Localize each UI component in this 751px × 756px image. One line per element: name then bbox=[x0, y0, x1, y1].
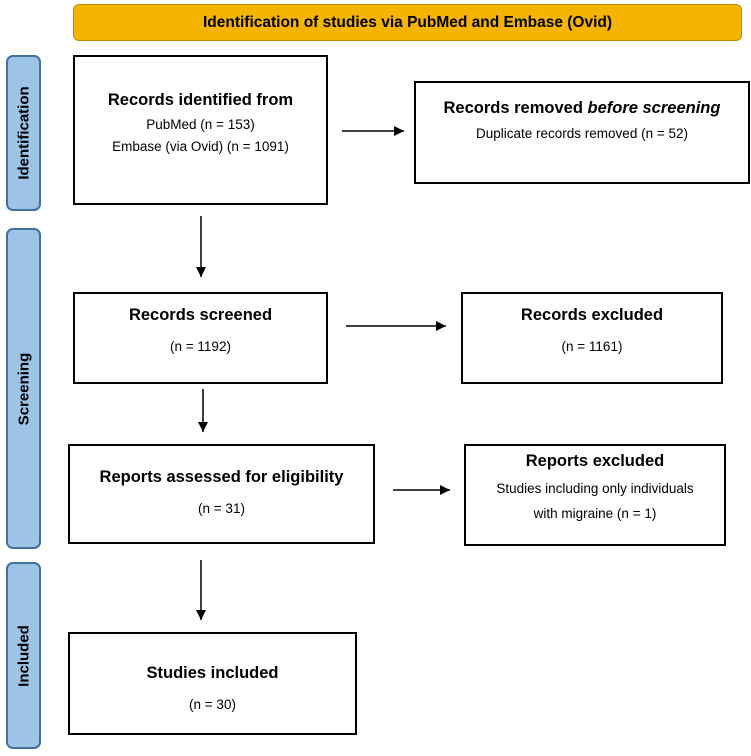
records-excluded-count: (n = 1161) bbox=[561, 339, 623, 354]
records-screened-title: Records screened bbox=[128, 306, 273, 324]
studies-included-count: (n = 30) bbox=[189, 697, 236, 712]
records-excluded-title: Records excluded bbox=[520, 306, 664, 324]
records-identified-box: Records identified from PubMed (n = 153)… bbox=[73, 55, 328, 205]
records-removed-box: Records removed before screening Duplica… bbox=[414, 81, 750, 184]
reports-excluded-reason-line-1: Studies including only individuals bbox=[496, 481, 694, 496]
reports-excluded-reason-line-2: with migraine (n = 1) bbox=[533, 506, 657, 521]
reports-assessed-title: Reports assessed for eligibility bbox=[99, 468, 344, 486]
reports-assessed-count: (n = 31) bbox=[198, 501, 245, 516]
diagram-header: Identification of studies via PubMed and… bbox=[73, 4, 742, 41]
records-identified-title: Records identified from bbox=[107, 91, 294, 109]
records-identified-embase: Embase (via Ovid) (n = 1091) bbox=[112, 139, 289, 154]
records-removed-title-prefix: Records removed bbox=[443, 99, 588, 117]
records-removed-title: Records removed before screening bbox=[416, 99, 748, 118]
records-screened-box: Records screened (n = 1192) bbox=[73, 292, 328, 384]
records-removed-title-emphasis: before screening bbox=[587, 99, 721, 117]
reports-excluded-box: Reports excluded Studies including only … bbox=[464, 444, 726, 546]
duplicate-records-removed: Duplicate records removed (n = 52) bbox=[476, 126, 688, 141]
reports-excluded-title: Reports excluded bbox=[525, 452, 665, 470]
header-title: Identification of studies via PubMed and… bbox=[202, 13, 613, 31]
studies-included-title: Studies included bbox=[146, 664, 279, 682]
phase-screening: Screening bbox=[6, 228, 41, 549]
records-screened-count: (n = 1192) bbox=[170, 339, 231, 354]
records-identified-pubmed: PubMed (n = 153) bbox=[146, 117, 255, 132]
phase-identification: Identification bbox=[6, 55, 41, 211]
studies-included-box: Studies included (n = 30) bbox=[68, 632, 357, 735]
phase-included: Included bbox=[6, 562, 41, 749]
records-excluded-box: Records excluded (n = 1161) bbox=[461, 292, 723, 384]
reports-assessed-box: Reports assessed for eligibility (n = 31… bbox=[68, 444, 375, 544]
